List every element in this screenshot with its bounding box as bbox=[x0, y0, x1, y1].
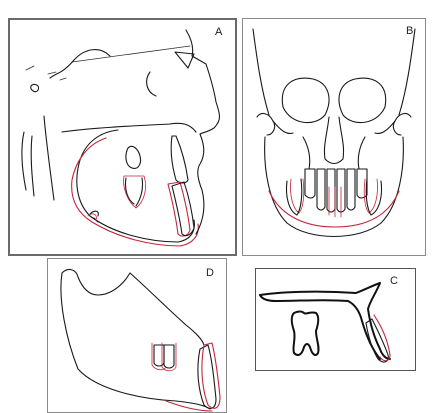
molars bbox=[152, 343, 176, 371]
panel-b-frontal-ceph: B bbox=[242, 18, 426, 256]
lower-molar-roots bbox=[125, 178, 142, 206]
mandible-lateral-tracing bbox=[48, 259, 226, 412]
anterior-ramus bbox=[130, 273, 204, 345]
mandible-frontal-superimposed bbox=[269, 191, 399, 227]
orbit-arc bbox=[147, 72, 156, 96]
frontal-skull-tracing bbox=[243, 19, 425, 255]
lower-incisor bbox=[172, 182, 194, 236]
panel-a-lateral-ceph: A bbox=[8, 18, 237, 256]
right-zygoma bbox=[393, 114, 411, 135]
left-zygoma bbox=[257, 114, 275, 135]
cervical-spine bbox=[22, 132, 34, 196]
soft-tissue-profile-lower bbox=[196, 134, 204, 234]
upper-incisor bbox=[171, 136, 188, 183]
cranial-base bbox=[50, 50, 110, 78]
zygoma-lines bbox=[273, 121, 395, 134]
lower-incisor-d bbox=[198, 345, 216, 408]
sn-line bbox=[72, 46, 190, 62]
pharynx bbox=[44, 116, 54, 200]
lower-incisor-d-superimposed bbox=[202, 343, 220, 408]
molar-c bbox=[292, 312, 319, 356]
sigmoid-notch bbox=[62, 270, 130, 295]
orbit-triangle bbox=[175, 52, 194, 68]
left-orbit bbox=[282, 78, 329, 122]
palatal-plane bbox=[62, 123, 196, 132]
skull-left-side bbox=[253, 29, 269, 115]
panel-d-mandible-lateral: D bbox=[47, 258, 227, 413]
upper-teeth bbox=[305, 169, 367, 212]
mandible-superimposed bbox=[72, 138, 199, 246]
right-orbit bbox=[339, 78, 386, 122]
maxillary-walls bbox=[303, 137, 365, 169]
panel-c-maxilla: C bbox=[255, 268, 416, 371]
lateral-skull-tracing bbox=[10, 20, 235, 254]
mandible-frontal bbox=[265, 137, 404, 237]
nasal-cavity bbox=[324, 117, 343, 164]
soft-tissue-profile-upper bbox=[186, 30, 220, 134]
porion bbox=[31, 84, 39, 91]
upper-molar bbox=[126, 146, 141, 168]
tick-1 bbox=[26, 66, 34, 70]
ticks-2 bbox=[48, 72, 66, 80]
palate-inner bbox=[260, 295, 380, 359]
mandible-border bbox=[61, 273, 210, 409]
maxilla-tracing bbox=[256, 269, 415, 370]
skull-right-side bbox=[399, 29, 415, 115]
palate-outline bbox=[260, 283, 390, 359]
